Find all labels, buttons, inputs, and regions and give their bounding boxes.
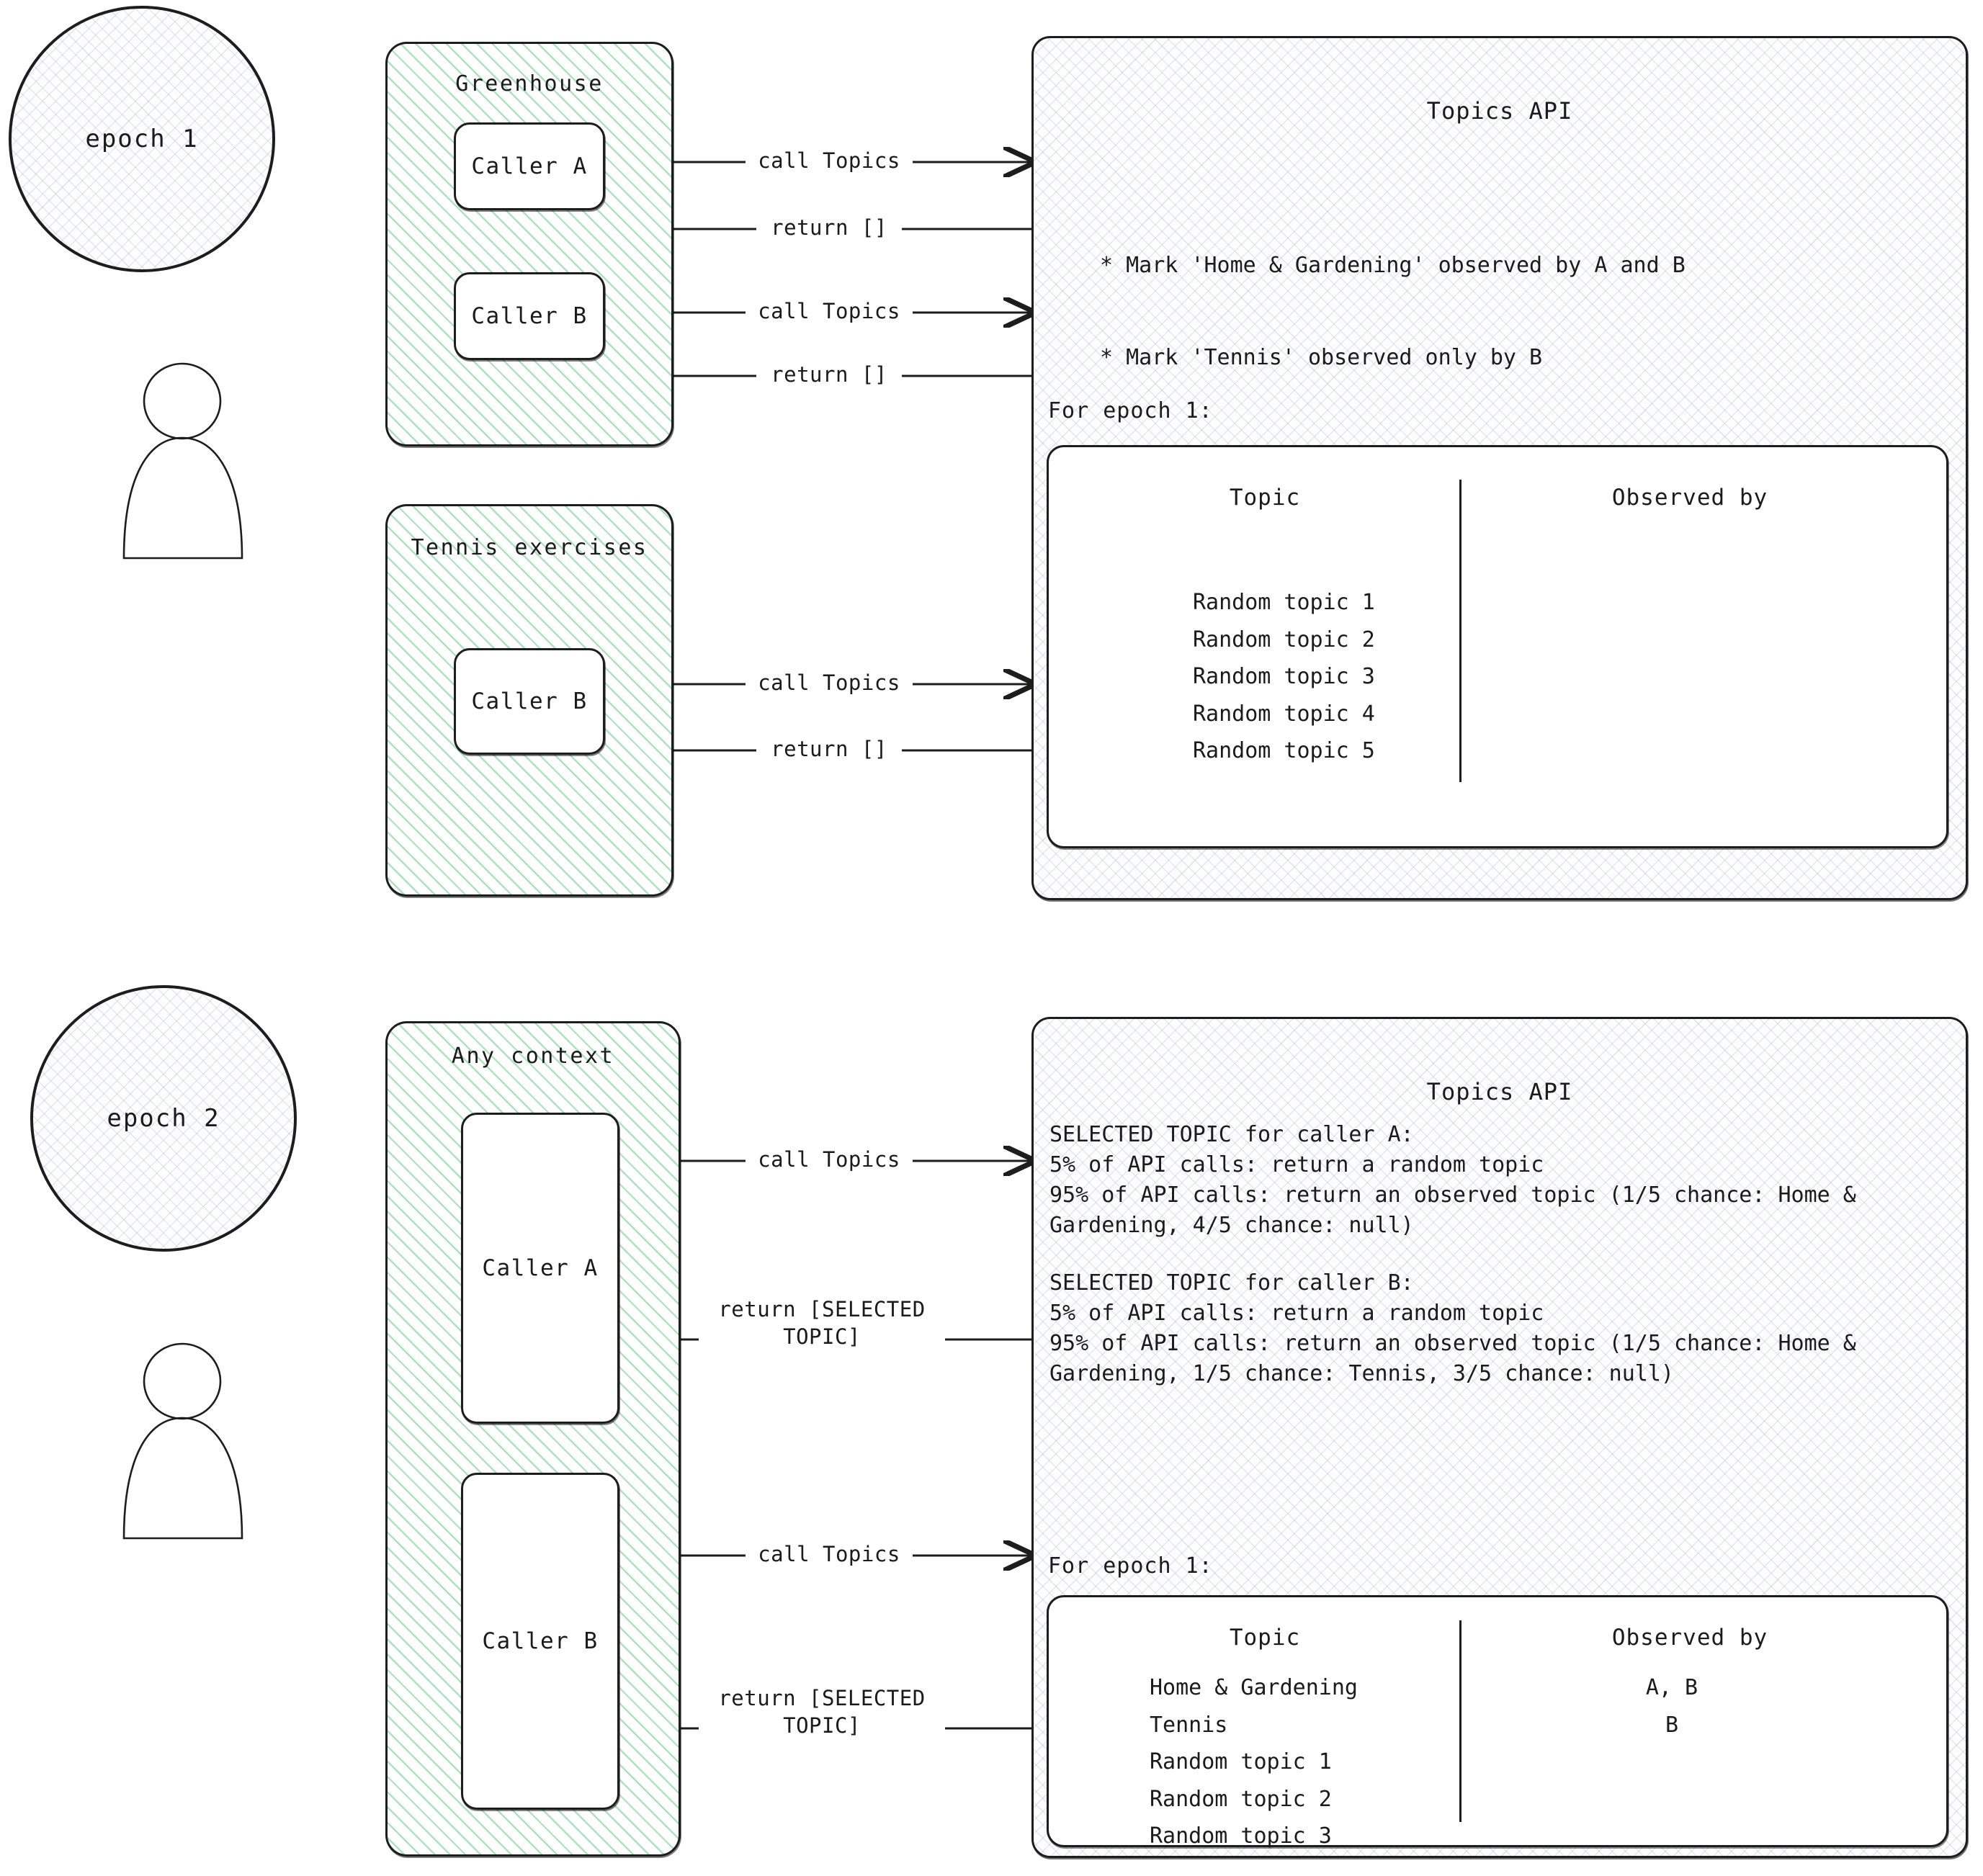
caller-b-any-context[interactable]: Caller B [461,1473,619,1810]
table-cell-topic: Random topic 2 [1150,1786,1332,1812]
caller-b-label: Caller B [482,1628,599,1654]
table-header-observed-by: Observed by [1611,485,1768,511]
for-epoch-label: For epoch 1: [1048,398,1213,423]
api-rule-spacer [1049,1241,1953,1268]
person-icon [122,1342,243,1540]
table-cell-topic: Random topic 3 [1193,664,1375,690]
api-rule-line: 5% of API calls: return a random topic [1049,1301,1544,1326]
message-label-return-empty: return [] [756,362,902,389]
context-greenhouse-title: Greenhouse [455,71,604,97]
table-cell-topic: Random topic 1 [1150,1749,1332,1775]
topics-table-card-epoch-2: Topic Observed by Home & Gardening Tenni… [1047,1595,1948,1849]
context-greenhouse: Greenhouse [385,42,673,446]
table-column-observed-by: A, B B [1510,1669,1834,1855]
table-column-topic: Home & Gardening Tennis Random topic 1 R… [1150,1669,1358,1855]
table-cell-observed-by [1510,696,1870,733]
message-label-return-selected-topic: return [SELECTED TOPIC] [699,1296,945,1351]
table-column-divider [1459,480,1461,782]
caller-b-greenhouse[interactable]: Caller B [454,272,605,360]
topics-table-card-epoch-1: Topic Observed by Random topic 1 Random … [1047,445,1948,848]
table-column-topic: Random topic 1 Random topic 2 Random top… [1193,584,1375,770]
table-cell-topic: Random topic 1 [1193,590,1375,615]
caller-b-tennis[interactable]: Caller B [454,648,605,755]
caller-b-label: Caller B [471,303,588,329]
table-column-divider [1459,1620,1461,1822]
topics-api-panel-epoch-2: Topics API SELECTED TOPIC for caller A: … [1031,1017,1968,1858]
message-label-call-topics: call Topics [746,298,913,326]
topics-api-title: Topics API [1426,1078,1573,1105]
caller-a-any-context[interactable]: Caller A [461,1113,619,1424]
epoch-2-circle: epoch 2 [30,985,297,1252]
message-label-return-selected-topic: return [SELECTED TOPIC] [699,1685,945,1740]
table-header-topic: Topic [1229,1625,1301,1651]
epoch-1-label: epoch 1 [85,125,199,153]
table-cell-observed-by [1510,584,1870,621]
message-label-call-topics: call Topics [746,670,913,697]
topics-api-bullets: * Mark 'Home & Gardening' observed by A … [1100,189,1686,435]
caller-b-label: Caller B [471,688,588,714]
topics-api-panel-epoch-1: Topics API * Mark 'Home & Gardening' obs… [1031,36,1968,900]
table-cell-topic: Random topic 5 [1193,738,1375,764]
table-column-observed-by [1510,584,1870,770]
caller-a-greenhouse[interactable]: Caller A [454,122,605,210]
caller-a-label: Caller A [482,1255,599,1281]
table-header-observed-by: Observed by [1611,1625,1768,1651]
api-bullet-item: * Mark 'Home & Gardening' observed by A … [1100,253,1686,279]
context-tennis-exercises: Tennis exercises [385,504,673,897]
api-bullet-item: * Mark 'Tennis' observed only by B [1100,344,1543,370]
caller-a-label: Caller A [471,153,588,179]
table-cell-observed-by [1510,1743,1834,1781]
table-cell-topic: Random topic 3 [1150,1823,1332,1849]
message-label-call-topics: call Topics [746,1146,913,1174]
table-cell-topic: Tennis [1150,1712,1228,1738]
topics-api-title: Topics API [1426,97,1573,125]
table-cell-topic: Random topic 2 [1193,627,1375,652]
message-label-call-topics: call Topics [746,148,913,175]
table-cell-topic: Random topic 4 [1193,701,1375,727]
api-rule-line: SELECTED TOPIC for caller A: [1049,1122,1414,1147]
for-epoch-label: For epoch 1: [1048,1553,1213,1579]
table-cell-observed-by [1510,732,1870,770]
table-cell-observed-by [1510,621,1870,659]
message-label-return-empty: return [] [756,736,902,763]
table-cell-observed-by [1510,658,1870,696]
api-rule-line: 5% of API calls: return a random topic [1049,1152,1544,1177]
epoch-1-circle: epoch 1 [9,6,275,272]
topics-api-rules: SELECTED TOPIC for caller A: 5% of API c… [1049,1120,1953,1389]
table-cell-observed-by [1510,1781,1834,1818]
table-cell-observed-by: B [1665,1712,1679,1738]
context-any-context-title: Any context [451,1044,615,1069]
table-cell-observed-by [1510,1818,1834,1855]
epoch-2-label: epoch 2 [107,1104,220,1133]
message-label-call-topics: call Topics [746,1541,913,1568]
api-rule-line: 95% of API calls: return an observed top… [1049,1331,1856,1386]
api-rule-line: 95% of API calls: return an observed top… [1049,1182,1856,1238]
api-rule-line: SELECTED TOPIC for caller B: [1049,1270,1414,1296]
context-tennis-title: Tennis exercises [411,535,648,560]
table-cell-observed-by: A, B [1645,1675,1698,1700]
table-header-topic: Topic [1229,485,1301,511]
table-cell-topic: Home & Gardening [1150,1675,1358,1700]
person-icon [122,362,243,560]
message-label-return-empty: return [] [756,215,902,242]
